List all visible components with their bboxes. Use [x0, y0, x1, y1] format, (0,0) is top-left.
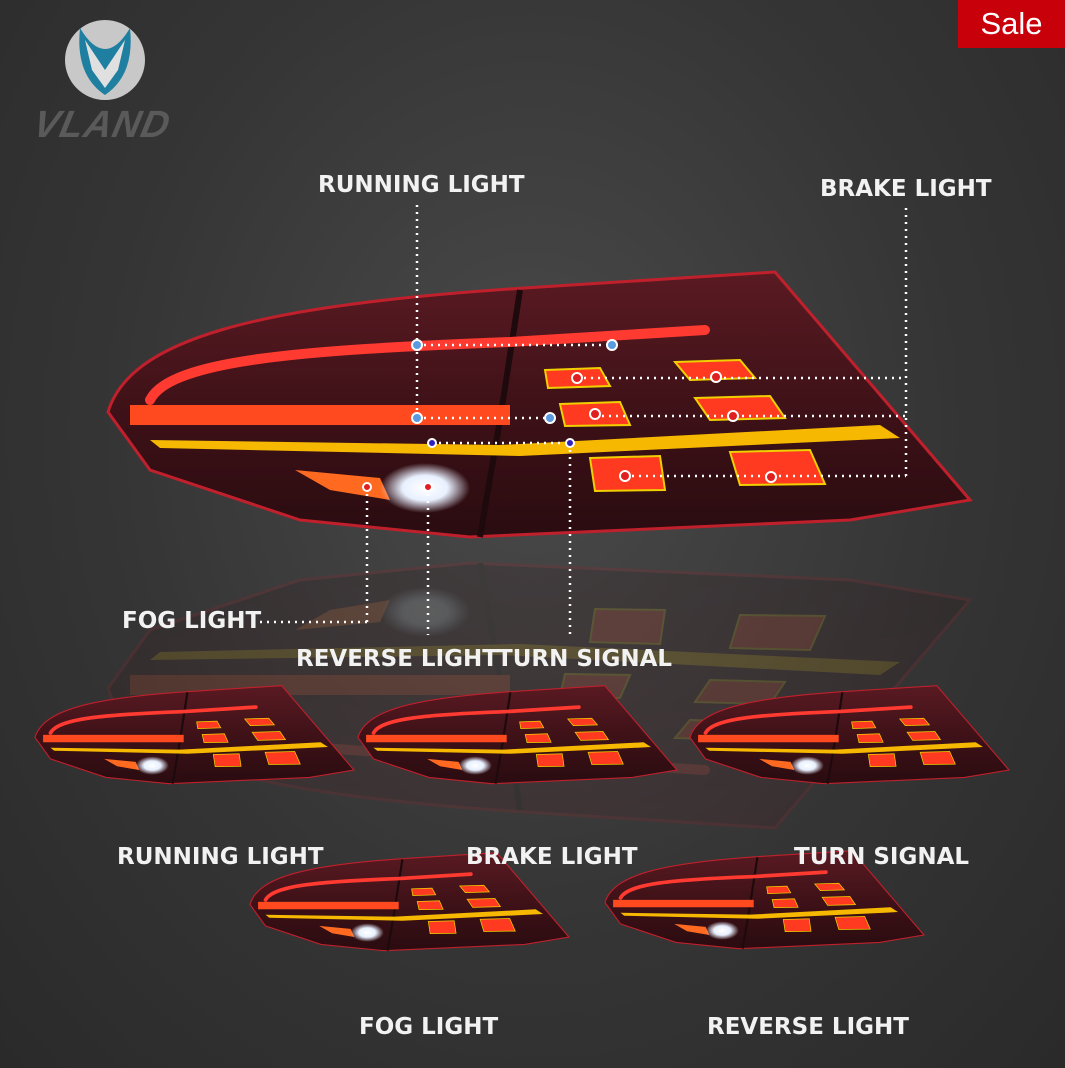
- sale-badge: Sale: [958, 0, 1065, 48]
- variant-label: FOG LIGHT: [359, 1014, 499, 1040]
- variant-label: REVERSE LIGHT: [707, 1014, 909, 1040]
- variant-label: BRAKE LIGHT: [466, 844, 638, 870]
- callout-fog-light: FOG LIGHT: [122, 608, 262, 634]
- brand-logo-text: VLAND: [29, 104, 175, 146]
- callout-brake-light: BRAKE LIGHT: [820, 176, 992, 202]
- callout-running-light: RUNNING LIGHT: [318, 172, 525, 198]
- callout-dots: [362, 339, 777, 492]
- variant-label: TURN SIGNAL: [794, 844, 970, 870]
- vland-logo: [65, 20, 145, 100]
- callout-turn-signal: TURN SIGNAL: [497, 646, 673, 672]
- callout-reverse-light: REVERSE LIGHT: [296, 646, 498, 672]
- variant-label: RUNNING LIGHT: [117, 844, 324, 870]
- main-tail-light: [108, 272, 970, 537]
